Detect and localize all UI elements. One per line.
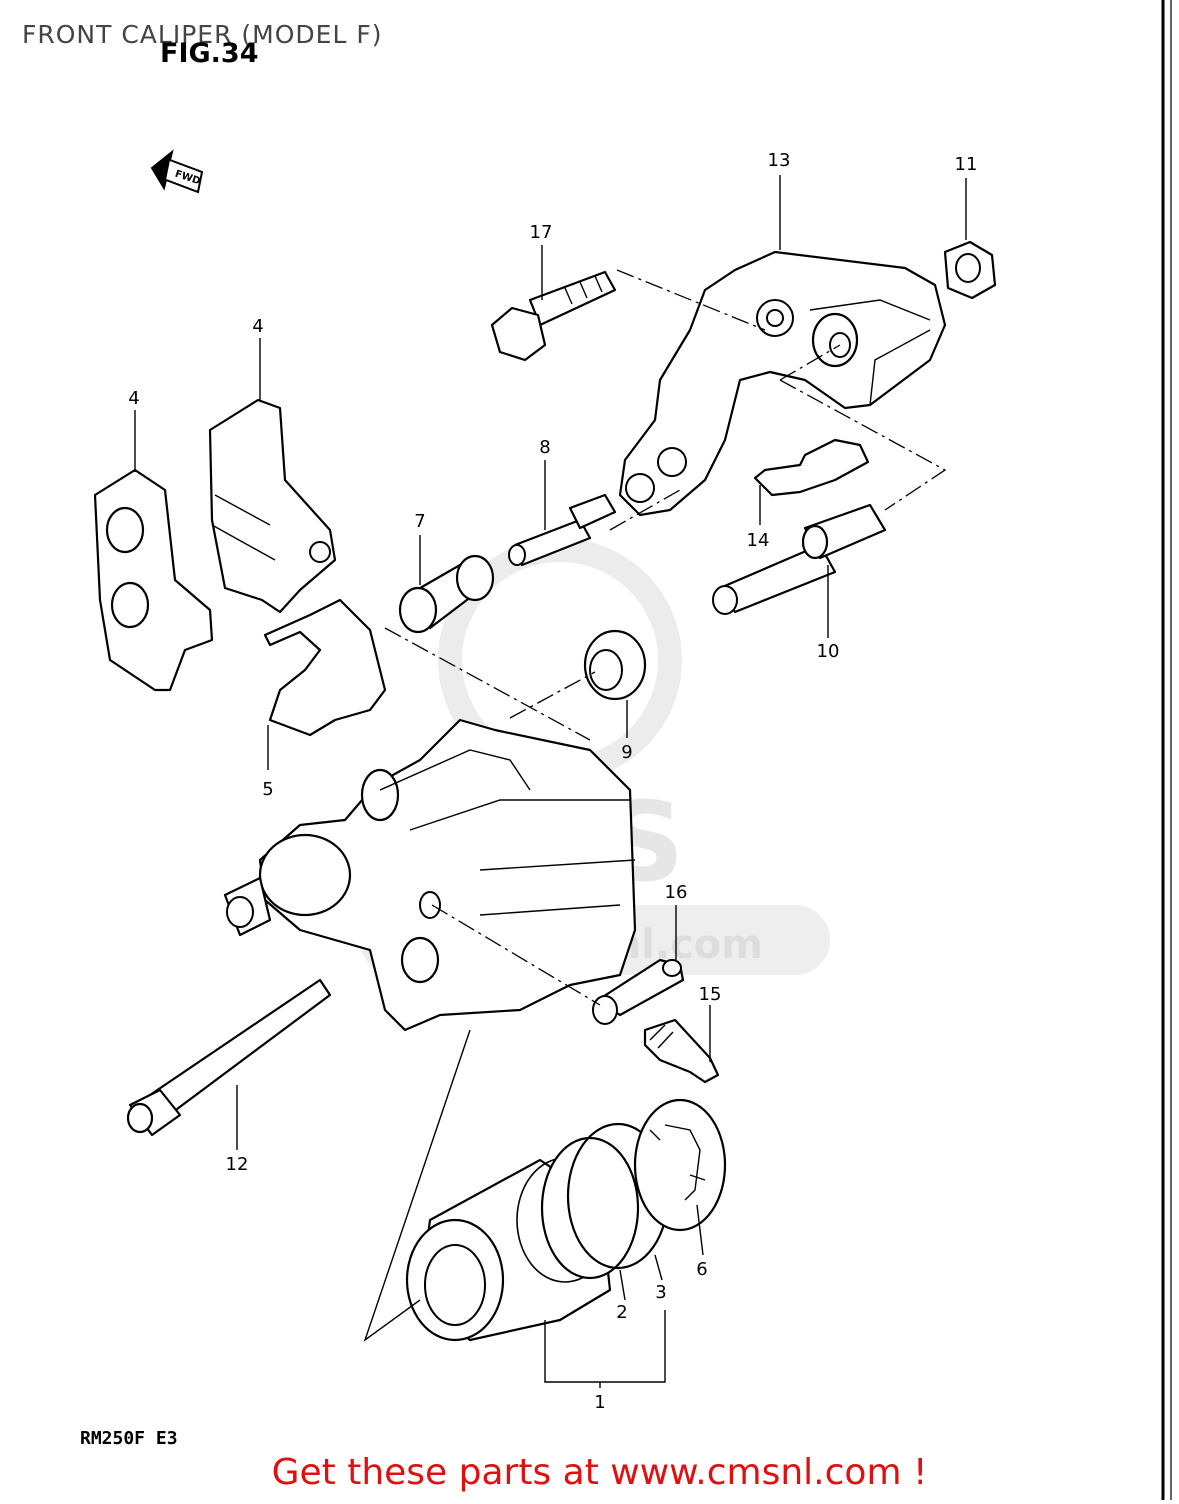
label-part-16: 16 <box>665 882 688 903</box>
label-part-11: 11 <box>955 154 978 175</box>
label-part-8: 8 <box>539 437 550 458</box>
part-bolt <box>490 270 617 362</box>
model-code: RM250F E3 <box>80 1428 178 1449</box>
figure-label: FIG.34 <box>160 38 259 69</box>
part-snap-ring <box>633 1098 727 1232</box>
label-part-1: 1 <box>594 1392 605 1413</box>
label-part-6: 6 <box>696 1259 707 1280</box>
cta-text[interactable]: Get these parts at www.cmsnl.com ! <box>271 1452 928 1493</box>
part-caliper-holder <box>618 250 947 517</box>
cta-banner[interactable]: Get these parts at www.cmsnl.com ! <box>0 1452 1179 1493</box>
part-pad-shim <box>93 468 214 692</box>
label-part-5: 5 <box>262 779 273 800</box>
part-pad-pin <box>126 978 332 1137</box>
assembly-guides <box>384 269 947 1006</box>
part-brake-pad <box>208 398 337 614</box>
label-part-2: 2 <box>616 1302 627 1323</box>
label-part-4-shim: 4 <box>128 388 139 409</box>
part-pad-spring <box>263 598 387 737</box>
label-part-10: 10 <box>817 641 840 662</box>
label-part-15: 15 <box>699 984 722 1005</box>
part-piston-seal <box>540 1136 640 1280</box>
part-bleeder <box>643 1018 720 1084</box>
leader-lines <box>134 175 967 1388</box>
label-part-17: 17 <box>530 222 553 243</box>
fwd-arrow-icon: FWD <box>150 149 204 194</box>
label-part-12: 12 <box>226 1154 249 1175</box>
label-part-7: 7 <box>414 511 425 532</box>
part-retainer <box>753 438 870 497</box>
label-part-9: 9 <box>621 742 632 763</box>
part-slide-pin-8 <box>508 493 617 567</box>
page-title: FRONT CALIPER (MODEL F) <box>22 20 383 49</box>
part-boot-9 <box>583 629 647 701</box>
label-part-14: 14 <box>747 530 770 551</box>
part-labels: 1 2 3 4 4 5 6 7 8 9 10 11 12 13 14 15 16… <box>128 150 977 1413</box>
label-part-13: 13 <box>768 150 791 171</box>
part-boot-7 <box>398 554 495 634</box>
label-part-4-pad: 4 <box>252 316 263 337</box>
part-clamp <box>592 958 685 1025</box>
part-slide-pin-10 <box>712 503 887 615</box>
part-caliper-body <box>223 718 637 1032</box>
label-part-3: 3 <box>655 1282 666 1303</box>
part-nut <box>943 240 997 300</box>
